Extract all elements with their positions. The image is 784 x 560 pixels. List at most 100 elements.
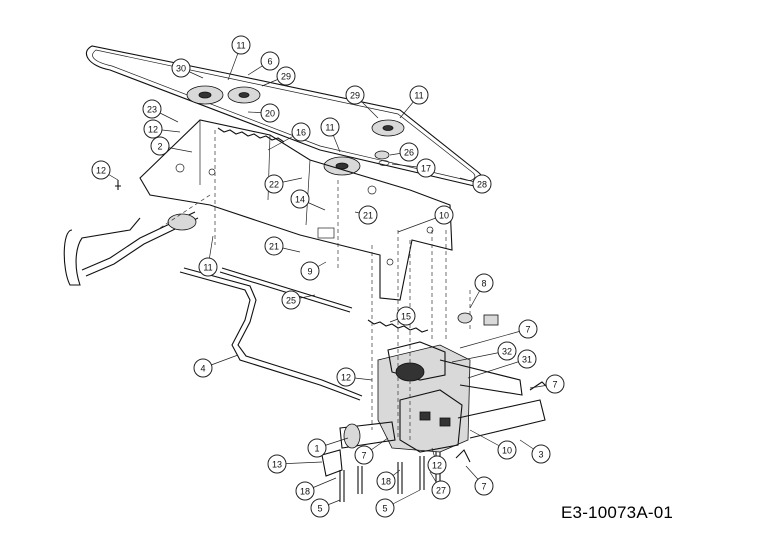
rod-25 (219, 267, 353, 313)
callout-label: 16 (296, 128, 306, 138)
drive-belt (86, 45, 484, 187)
callout-balloon (336, 367, 356, 387)
callout-label: 2 (157, 142, 162, 152)
callout-label: 30 (176, 64, 186, 74)
callout-22: 22 (264, 174, 303, 194)
callout-balloon (307, 438, 327, 458)
callout-balloon (497, 440, 517, 460)
callout-balloon (375, 498, 395, 518)
callout-label: 26 (404, 148, 414, 158)
callout-balloon (354, 445, 374, 465)
callout-label: 7 (361, 451, 366, 461)
callout-30: 30 (171, 58, 204, 79)
callout-leader (459, 328, 529, 349)
callout-balloon (518, 319, 538, 339)
callout-23: 23 (142, 99, 179, 123)
callout-balloon (143, 119, 163, 139)
callout-balloon (260, 51, 280, 71)
callout-balloon (427, 455, 447, 475)
callout-26: 26 (389, 142, 419, 162)
callout-5: 5 (375, 489, 421, 518)
callout-12: 12 (143, 119, 181, 139)
callout-balloon (291, 122, 311, 142)
callout-label: 18 (381, 477, 391, 487)
engine-pulley (323, 156, 361, 176)
callout-balloon (399, 142, 419, 162)
callout-balloon (396, 306, 416, 326)
callout-label: 1 (314, 444, 319, 454)
callout-18: 18 (376, 469, 401, 491)
callout-label: 5 (317, 504, 322, 514)
callout-label: 4 (200, 364, 205, 374)
callout-5: 5 (310, 498, 341, 518)
callout-1: 1 (307, 437, 349, 458)
callout-8: 8 (469, 273, 494, 309)
callout-11: 11 (198, 235, 218, 277)
callout-21: 21 (264, 236, 301, 256)
callout-label: 9 (307, 267, 312, 277)
callout-balloon (310, 498, 330, 518)
callout-9: 9 (300, 261, 327, 281)
callout-leader (467, 358, 528, 379)
alignment-lines (159, 130, 471, 440)
callout-balloon (300, 261, 320, 281)
callout-label: 17 (421, 164, 431, 174)
callout-29: 29 (261, 66, 296, 87)
callout-label: 27 (436, 486, 446, 496)
callout-11: 11 (320, 117, 341, 153)
callout-balloon (260, 103, 280, 123)
callout-10: 10 (469, 429, 517, 460)
callout-11: 11 (227, 35, 251, 81)
callout-balloon (231, 35, 251, 55)
callout-label: 12 (148, 125, 158, 135)
callout-7: 7 (529, 374, 565, 394)
transaxle (321, 341, 546, 477)
callout-14: 14 (290, 189, 326, 211)
callout-balloon (142, 99, 162, 119)
callout-balloon (416, 158, 436, 178)
callout-18: 18 (295, 477, 337, 501)
callout-label: 12 (432, 461, 442, 471)
callout-21: 21 (354, 205, 378, 225)
callout-label: 23 (147, 105, 157, 115)
callout-4: 4 (193, 354, 239, 378)
callout-balloon (517, 349, 537, 369)
callout-label: 18 (300, 487, 310, 497)
callout-11: 11 (399, 85, 429, 119)
callout-label: 12 (96, 166, 106, 176)
callout-31: 31 (467, 349, 537, 379)
callout-label: 25 (286, 296, 296, 306)
document-code: E3-10073A-01 (561, 503, 674, 522)
callout-3: 3 (519, 439, 551, 464)
small-fittings (115, 180, 549, 463)
callout-7: 7 (459, 319, 538, 349)
callout-label: 13 (272, 460, 282, 470)
callout-label: 11 (325, 123, 334, 133)
callout-label: 31 (522, 355, 532, 365)
pulley-30 (186, 85, 224, 105)
callout-balloon (267, 454, 287, 474)
callout-label: 3 (538, 450, 543, 460)
callout-label: 10 (502, 446, 512, 456)
callout-balloon (264, 174, 284, 194)
callout-7: 7 (354, 437, 389, 465)
callout-balloon (434, 205, 454, 225)
bolts-5 (339, 452, 441, 502)
callout-balloon (474, 273, 494, 293)
callout-balloon (358, 205, 378, 225)
callout-25: 25 (281, 290, 316, 310)
callout-balloon (193, 358, 213, 378)
idler-pulley-29-left (227, 86, 261, 104)
callout-balloon (474, 476, 494, 496)
callout-10: 10 (397, 205, 454, 233)
callout-label: 6 (267, 57, 272, 67)
callout-balloon (545, 374, 565, 394)
callout-balloon (198, 257, 218, 277)
callout-balloon (345, 85, 365, 105)
callout-balloon (531, 444, 551, 464)
callout-label: 5 (382, 504, 387, 514)
callout-label: 29 (350, 91, 360, 101)
callout-32: 32 (451, 341, 517, 363)
